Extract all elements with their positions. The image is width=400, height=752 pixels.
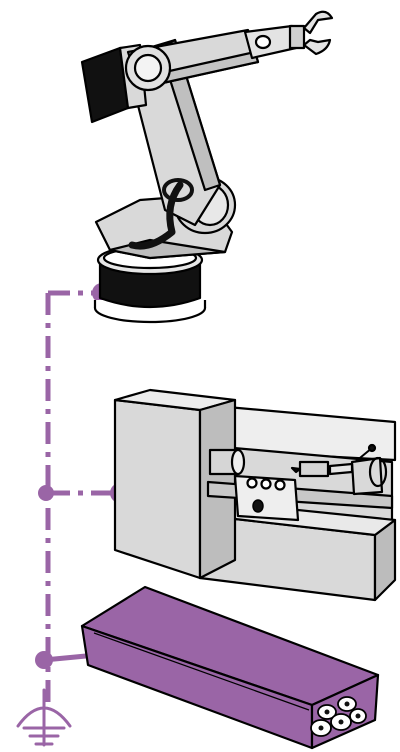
robot-cable-ring (162, 178, 194, 202)
cable-gland-core-3 (318, 725, 324, 731)
ground-arc (16, 706, 72, 728)
lathe-tool-post (298, 460, 330, 478)
lathe-machine (113, 388, 397, 602)
cable-gland-core-1 (324, 709, 330, 715)
lathe-cabinet-front (113, 398, 202, 580)
cable-gland-core-4 (338, 719, 344, 725)
robot-arm (80, 10, 334, 324)
lathe-tool-bit (290, 466, 302, 474)
lathe-lever-knob (367, 443, 377, 453)
power-distribution-box (80, 585, 380, 750)
box-lid-seam (93, 632, 310, 711)
box-junction-node (35, 651, 53, 669)
cable-gland-core-5 (355, 713, 361, 719)
robot-elbow-joint-inner (133, 53, 163, 83)
robot-base-plate-edge (93, 300, 207, 308)
lathe-knob-3 (274, 479, 286, 491)
lathe-handwheel (252, 499, 264, 513)
ground-symbol (16, 688, 72, 747)
robot-wrist-hole (254, 34, 272, 50)
trunk-junction-node (38, 485, 54, 501)
lathe-spindle-face (230, 448, 246, 476)
lathe-knob-1 (246, 477, 258, 489)
robot-cable (128, 181, 184, 250)
lathe-quill (328, 462, 354, 476)
robot-gripper (302, 10, 334, 56)
cable-gland-core-2 (344, 701, 350, 707)
lathe-knob-2 (260, 478, 272, 490)
box-cable-glands (310, 696, 367, 737)
robot-wrist (288, 24, 306, 50)
lathe-tailstock-wheel (368, 456, 388, 488)
lathe-tailstock (350, 456, 384, 496)
